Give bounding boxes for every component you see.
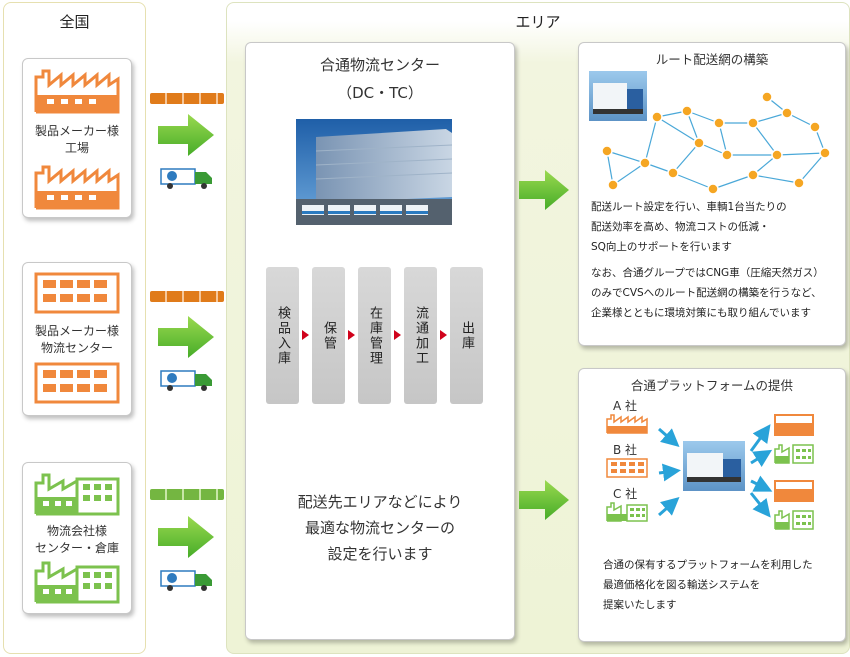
nationwide-title: 全国 (59, 13, 90, 31)
center-title-subline: （DC・TC） (337, 84, 423, 102)
source-label: 製品メーカー様 物流センター (23, 323, 131, 357)
right-arrow-icon (158, 516, 214, 558)
center-message-line: 最適な物流センターの (304, 519, 455, 537)
source-card-factory: 製品メーカー様 工場 (22, 58, 132, 218)
area-title: エリア (515, 13, 561, 31)
process-step: 出庫 (450, 267, 483, 404)
route-note-line: なお、合通グループではCNG車（圧縮天然ガス） (591, 267, 824, 279)
green-warehouse-icon (34, 561, 120, 604)
step-arrow-icon (302, 330, 309, 340)
right-arrow-icon (158, 316, 214, 358)
center-message-line: 配送先エリアなどにより (297, 493, 463, 511)
platform-card-title: 合通プラットフォームの提供 (630, 378, 794, 393)
process-step: 在庫管理 (358, 267, 391, 404)
route-description: 配送ルート設定を行い、車輌1台当たりの 配送効率を高め、物流コストの低減・ SQ… (591, 197, 841, 257)
step-arrow-icon (348, 330, 355, 340)
source-card-maker-center: 製品メーカー様 物流センター (22, 262, 132, 416)
factory-icon (34, 165, 120, 210)
right-arrow-icon (158, 114, 214, 156)
company-label: A 社 (613, 399, 638, 413)
delivery-truck-icon (160, 168, 212, 189)
platform-text-line: 最適価格化を図る輸送システムを (603, 579, 761, 591)
company-label: B 社 (613, 443, 638, 457)
platform-card: 合通プラットフォームの提供 A 社 B 社 C 社 (578, 368, 846, 642)
route-text-line: SQ向上のサポートを行います (591, 241, 732, 253)
right-arrow-icon (519, 480, 569, 520)
source-label-line: 物流センター (40, 341, 113, 355)
process-step-label: 検品入庫 (275, 305, 290, 366)
warehouse-icon (34, 272, 120, 314)
source-label-line: センター・倉庫 (34, 541, 119, 555)
warehouse-icon (606, 458, 648, 478)
center-message-line: 設定を行います (327, 545, 433, 563)
route-network-diagram (589, 71, 831, 195)
process-step: 保管 (312, 267, 345, 404)
route-network-card: ルート配送網の構築 (578, 42, 846, 346)
factory-icon (606, 414, 648, 434)
route-note-line: のみでCVSへのルート配送網の構築を行うなど、 (591, 287, 822, 299)
platform-text-line: 提案いたします (603, 599, 677, 611)
green-warehouse-icon (34, 473, 120, 516)
delivery-truck-icon (160, 370, 212, 391)
process-step: 検品入庫 (266, 267, 299, 404)
warehouse-photo (296, 119, 452, 225)
process-step-label: 流通加工 (413, 305, 428, 366)
factory-icon (34, 69, 120, 114)
source-card-logistics-company: 物流会社様 センター・倉庫 (22, 462, 132, 614)
process-step-label: 保管 (321, 320, 336, 351)
center-message: 配送先エリアなどにより 最適な物流センターの 設定を行います (246, 489, 514, 567)
route-note-line: 企業様とともに環境対策にも取り組んでいます (591, 307, 811, 319)
route-card-title: ルート配送網の構築 (655, 52, 769, 67)
platform-flow-diagram (658, 414, 814, 530)
route-text-line: 配送効率を高め、物流コストの低減・ (591, 221, 770, 233)
freight-train-icon (150, 93, 224, 104)
platform-text-line: 合通の保有するプラットフォームを利用した (603, 559, 813, 571)
process-step: 流通加工 (404, 267, 437, 404)
source-label: 製品メーカー様 工場 (23, 123, 131, 157)
source-label: 物流会社様 センター・倉庫 (23, 523, 131, 557)
center-title: 合通物流センター （DC・TC） (246, 53, 514, 105)
platform-description: 合通の保有するプラットフォームを利用した 最適価格化を図る輸送システムを 提案い… (603, 555, 843, 615)
process-step-label: 出庫 (459, 320, 474, 351)
warehouse-icon (34, 362, 120, 404)
source-label-line: 製品メーカー様 (34, 324, 119, 338)
center-title-line: 合通物流センター (319, 56, 440, 74)
source-label-line: 製品メーカー様 (34, 124, 119, 138)
process-step-label: 在庫管理 (367, 305, 382, 366)
route-text-line: 配送ルート設定を行い、車輌1台当たりの (591, 201, 787, 213)
source-label-line: 工場 (64, 141, 89, 155)
delivery-truck-icon (160, 570, 212, 591)
source-label-line: 物流会社様 (46, 524, 107, 538)
company-label: C 社 (613, 487, 638, 501)
green-warehouse-icon (606, 502, 648, 522)
step-arrow-icon (440, 330, 447, 340)
freight-train-icon (150, 291, 224, 302)
freight-train-icon (150, 489, 224, 500)
route-note: なお、合通グループではCNG車（圧縮天然ガス） のみでCVSへのルート配送網の構… (591, 263, 843, 323)
right-arrow-icon (519, 170, 569, 210)
distribution-center-card: 合通物流センター （DC・TC） 検品入庫 保管 在庫管理 流通加工 出庫 配送… (245, 42, 515, 640)
step-arrow-icon (394, 330, 401, 340)
